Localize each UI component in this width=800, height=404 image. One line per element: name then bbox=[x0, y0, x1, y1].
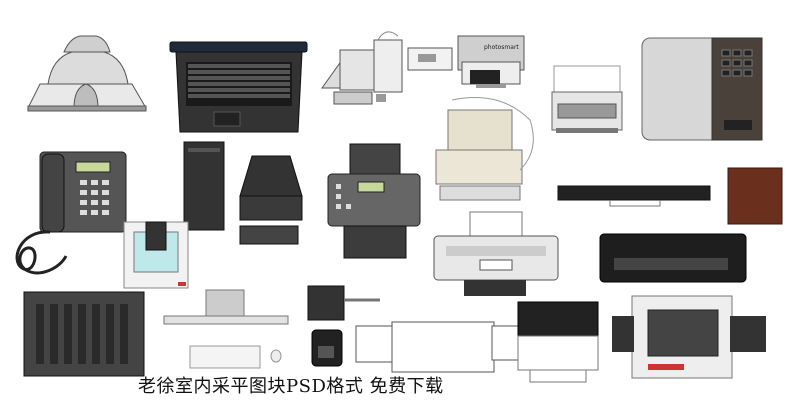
pc-tower-icon bbox=[183, 141, 225, 231]
copier-icon bbox=[355, 321, 523, 373]
desk-phone-icon bbox=[27, 35, 147, 112]
wooden-cabinet-icon bbox=[727, 167, 783, 225]
keyboard-dark-icon bbox=[239, 225, 299, 245]
desktop-computer-icon bbox=[321, 31, 453, 105]
flat-monitor-icon bbox=[163, 289, 289, 325]
crt-monitor-icon bbox=[239, 155, 303, 221]
inkjet-printer-icon bbox=[433, 211, 559, 296]
flat-scanner-icon bbox=[557, 185, 711, 207]
scanner-icon bbox=[551, 65, 623, 133]
appliance-icon bbox=[641, 37, 763, 141]
vintage-computer-icon bbox=[435, 97, 534, 201]
laptop-icon bbox=[169, 41, 308, 133]
caption-text: 老徐室内采平图块PSD格式 免费下载 bbox=[138, 376, 444, 397]
display-terminal-icon bbox=[123, 221, 189, 289]
photo-printer-icon: photosmart bbox=[457, 35, 525, 88]
large-printer-icon bbox=[599, 233, 747, 283]
fax-machine-icon bbox=[327, 143, 421, 259]
bin-icon bbox=[311, 329, 343, 367]
server-unit-icon bbox=[23, 291, 145, 377]
white-keyboard-icon bbox=[189, 345, 282, 369]
printer-brand-label: photosmart bbox=[484, 44, 519, 51]
office-phone-icon bbox=[15, 151, 127, 275]
laser-printer-icon bbox=[517, 301, 599, 383]
router-box-icon bbox=[307, 285, 380, 321]
office-printer-icon bbox=[612, 295, 766, 379]
